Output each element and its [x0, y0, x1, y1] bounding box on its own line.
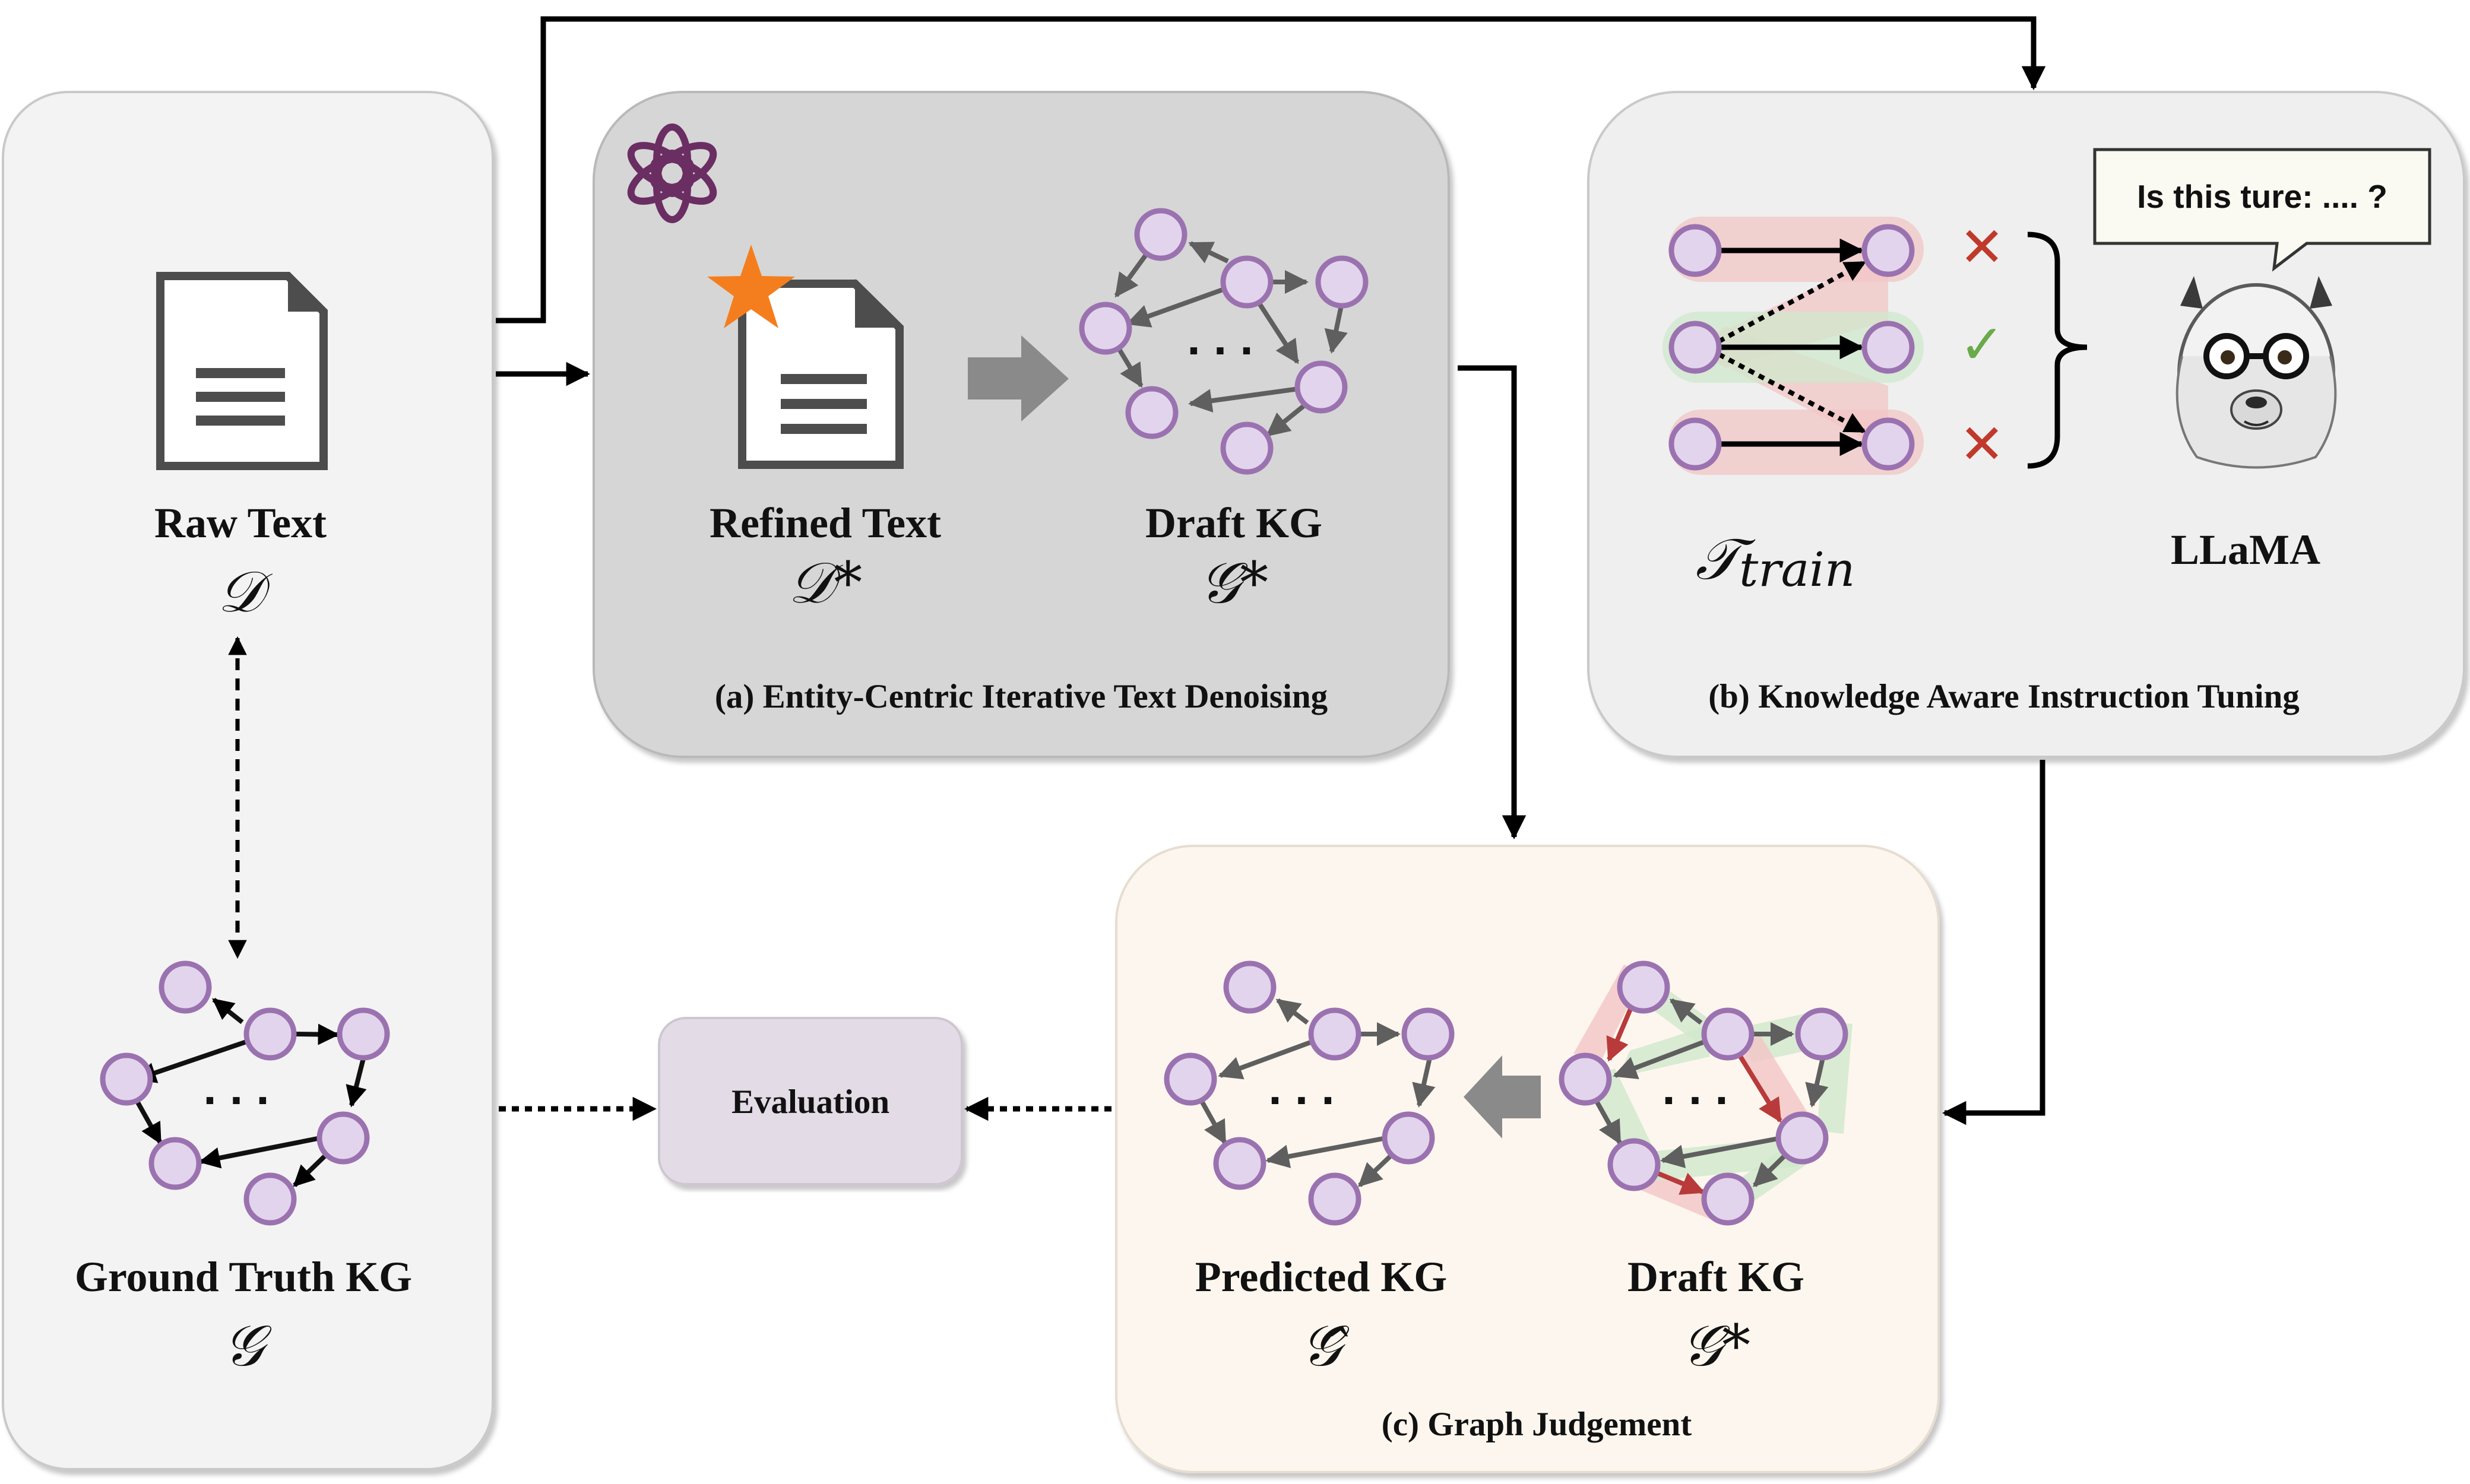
predicted-kg-symbol: 𝒢̂	[1301, 1312, 1350, 1379]
predicted-ellipsis: . . .	[1268, 1061, 1334, 1114]
panel-c	[1115, 845, 1940, 1473]
connector-tuning-to-judgement	[1942, 760, 2045, 1125]
refined-document-icon	[738, 279, 904, 469]
mark-cross-icon-1: ✕	[1959, 215, 2004, 279]
raw-text-title: Raw Text	[154, 499, 327, 547]
document-icon	[156, 272, 328, 470]
mark-cross-icon-2: ✕	[1959, 413, 2004, 476]
llama-icon	[2176, 276, 2337, 469]
draft-a-ellipsis: . . .	[1187, 312, 1253, 364]
draft-kg-title-c: Draft KG	[1627, 1253, 1804, 1301]
ground-truth-title: Ground Truth KG	[75, 1253, 412, 1301]
question-bubble-text: Is this ture: .... ?	[2137, 178, 2387, 215]
predicted-kg-title: Predicted KG	[1195, 1253, 1448, 1301]
triple-graph	[1668, 224, 1915, 471]
panel-b-caption: (b) Knowledge Aware Instruction Tuning	[1708, 678, 2300, 715]
draft-kg-graph-c: . . .	[1559, 960, 1852, 1226]
openai-logo-icon	[627, 123, 717, 223]
evaluation-label: Evaluation	[732, 1083, 889, 1121]
predicted-kg-graph: . . .	[1164, 960, 1455, 1226]
ground-truth-kg-graph: . . .	[100, 960, 390, 1226]
refined-text-title: Refined Text	[710, 499, 941, 547]
question-bubble	[2093, 148, 2431, 272]
draft-c-ellipsis: . . .	[1662, 1061, 1728, 1114]
star-icon	[707, 245, 795, 328]
draft-kg-symbol-a: 𝒢*	[1199, 550, 1268, 616]
evaluation-box	[658, 1017, 963, 1185]
mark-check-icon: ✓	[1959, 313, 2004, 376]
gray-process-arrow	[968, 335, 1069, 421]
connector-draft-to-judgement	[1458, 365, 1527, 840]
draft-kg-graph-a: . . .	[1079, 208, 1369, 475]
left-panel	[2, 91, 494, 1470]
curly-brace	[2027, 232, 2088, 469]
draft-kg-symbol-c: 𝒢*	[1682, 1312, 1750, 1379]
ground-truth-symbol: 𝒢	[223, 1312, 272, 1379]
refined-text-symbol: 𝒟*	[788, 550, 863, 616]
panel-c-caption: (c) Graph Judgement	[1382, 1406, 1692, 1443]
gt-ellipsis: . . .	[203, 1061, 269, 1114]
panel-a	[593, 91, 1450, 758]
draft-kg-title-a: Draft KG	[1145, 499, 1322, 547]
panel-a-caption: (a) Entity-Centric Iterative Text Denois…	[715, 678, 1328, 715]
llama-title: LLaMA	[2171, 526, 2320, 573]
train-set-symbol: 𝒯train	[1696, 526, 1855, 597]
connector-raw-to-llama	[496, 16, 2046, 324]
gray-back-arrow	[1464, 1055, 1541, 1139]
